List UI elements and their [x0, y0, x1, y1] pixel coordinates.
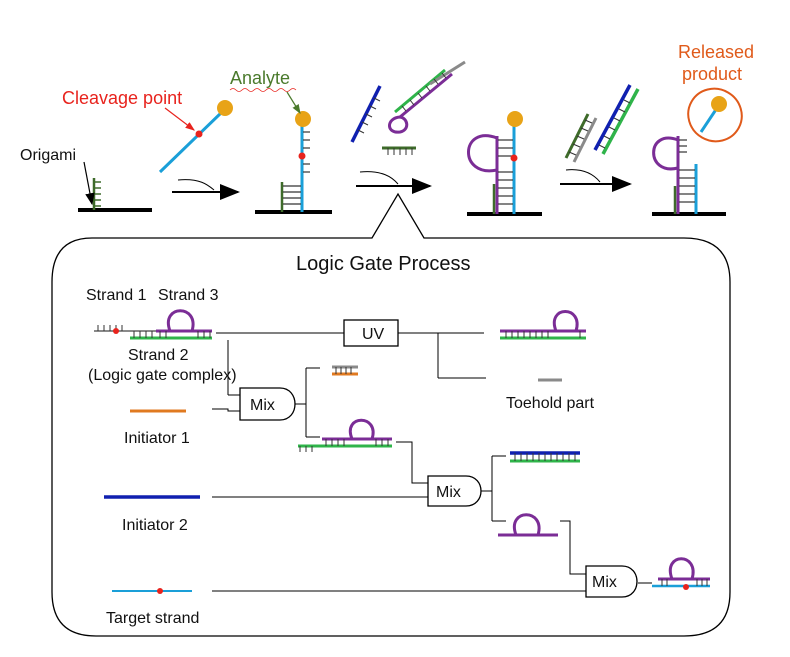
uv-label: UV: [362, 326, 385, 343]
uv-box: [343, 319, 399, 347]
released-label-line2: product: [682, 64, 742, 84]
stage-origami: Origami: [20, 147, 152, 212]
mix-gate-2: Mix: [212, 441, 506, 522]
strand1-label: Strand 1: [86, 287, 147, 304]
strand2-label: Strand 2: [128, 347, 189, 364]
origami-label: Origami: [20, 147, 76, 164]
uv-product-duplex: [500, 310, 586, 340]
analyte-label: Analyte: [230, 68, 290, 88]
arrow-3: [560, 169, 632, 192]
mix1-product-short-duplex: [332, 365, 358, 376]
toehold-part: Toehold part: [506, 378, 595, 412]
target-strand: Target strand: [106, 588, 199, 627]
toehold-label: Toehold part: [506, 395, 595, 412]
initiator-2: Initiator 2: [104, 495, 200, 534]
mix3-label: Mix: [592, 574, 617, 591]
released-label-line1: Released: [678, 42, 754, 62]
strand3-label: Strand 3: [158, 287, 219, 304]
cleavage-point-label: Cleavage point: [62, 88, 182, 108]
displacement-strands: [564, 84, 640, 163]
mix2-product-blue-green: [510, 451, 580, 463]
initiator1-label: Initiator 1: [124, 430, 190, 447]
complex-label: (Logic gate complex): [88, 367, 237, 384]
arrow-1: [172, 179, 240, 200]
initiator2-label: Initiator 2: [122, 517, 188, 534]
stage-loop-bound: [467, 111, 542, 216]
target-label: Target strand: [106, 610, 199, 627]
panel-title: Logic Gate Process: [296, 253, 471, 275]
mix-gate-3: Mix: [212, 520, 652, 598]
stage-hybridized: Analyte: [229, 68, 332, 214]
final-product: [652, 557, 710, 590]
mix1-product-loop-duplex: [298, 418, 392, 452]
logic-strands-top: [350, 60, 466, 155]
mix1-label: Mix: [250, 397, 275, 414]
mix2-product-hairpin: [498, 513, 558, 537]
initiator-1: Initiator 1: [124, 409, 190, 447]
stage-released: Released product: [652, 42, 754, 216]
mix2-label: Mix: [436, 484, 461, 501]
mix-gate-1: Mix: [212, 340, 320, 438]
logic-gate-complex: Strand 1 Strand 3 Strand 2 (Logic gate c…: [86, 287, 237, 384]
arrow-2: [356, 171, 432, 194]
logic-panel-frame: [51, 192, 731, 637]
probe-strand: Cleavage point: [62, 88, 233, 174]
uv-branch: UV: [216, 319, 486, 379]
